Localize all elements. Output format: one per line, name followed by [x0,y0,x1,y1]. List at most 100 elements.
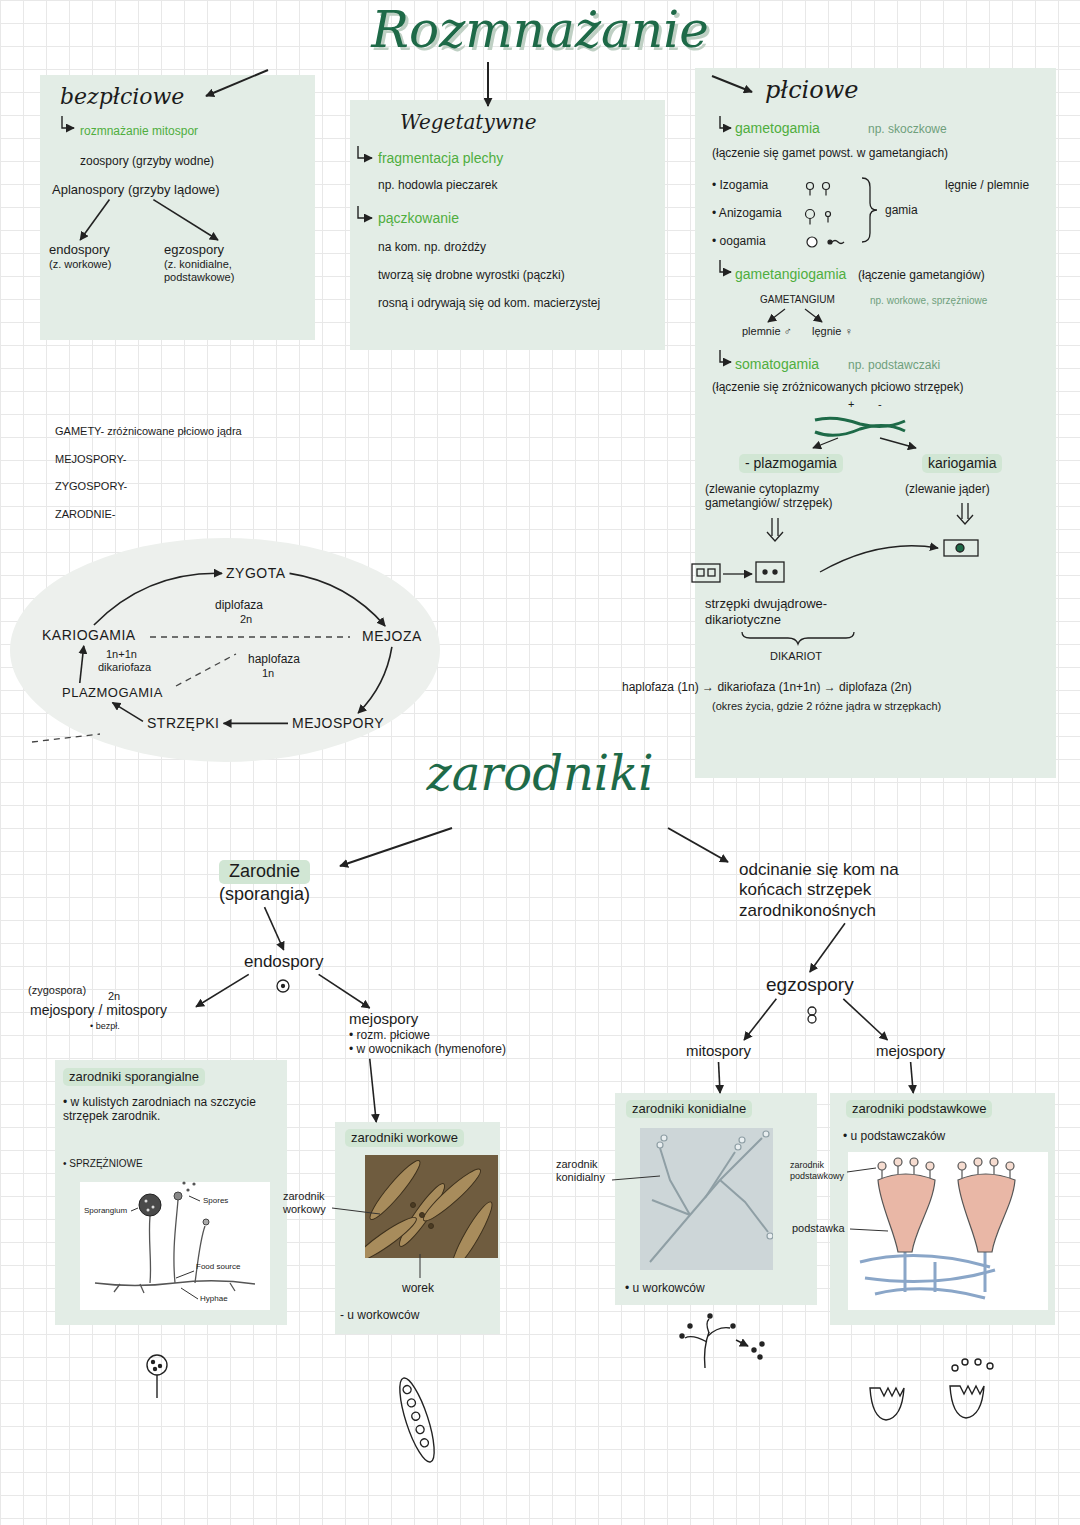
node-heading: - plazmogamia [739,454,843,473]
node-text: • w kulistych zarodniach na szczycie str… [63,1095,278,1124]
doodle [415,1424,425,1434]
node-heading: endospory [244,952,323,972]
spore-type: Aplanospory (grzyby lądowe) [48,180,224,200]
node-text: gamia [885,203,918,217]
conidia-photo [660,1148,690,1215]
hook-arrow [720,260,731,272]
ascus-photo [411,1203,416,1208]
node-heading: PLAZMOGAMIA [62,685,163,701]
heading-arrow [712,76,752,92]
sporangium-illustration [195,1226,205,1283]
node-heading: endospory [49,242,111,258]
connector-arrow [319,974,370,1008]
sporangium-illustration [139,1194,161,1216]
sporangium-illustration [95,1281,255,1286]
spore-panel: zarodniki workoweworek- u workowców [335,1122,500,1334]
doodle [752,1348,756,1352]
doodle [708,1328,730,1336]
conidia-photo [650,1131,773,1262]
basidia-illustration [894,1158,902,1166]
connector-arrow [80,646,84,683]
node-text: tworzą się drobne wyrostki (pączki) [378,268,565,282]
connector-arrow [112,703,143,722]
doodle [705,1332,710,1368]
basidia-illustration [878,1162,886,1170]
conidia-photo [657,1142,663,1148]
doodle [159,1365,162,1368]
node-text: Hyphae [200,1294,228,1304]
connector-arrow [810,923,845,972]
node-text: plemnie ♂ [742,325,792,338]
doodle [707,1319,709,1333]
node-heading: egzospory [766,974,854,997]
hook-arrow [358,146,372,158]
basidia-illustration [905,1252,985,1292]
node-text: np. workowe, sprzężniowe [870,295,987,307]
cycle-stage: KARIOGAMIA [38,625,140,646]
node-heading: STRZĘPKI [147,715,219,732]
spore-panel: zarodniki sporangialne• w kulistych zaro… [55,1060,287,1325]
gamete-symbol [806,183,845,248]
gametangium-arrow [768,309,822,322]
doodle [688,1324,692,1328]
doodle [147,1355,167,1375]
node-text: gametogamia [735,120,820,137]
spore-type: (zygospora)2nmejospory / mitospory• bezp… [26,982,196,1037]
gamete-symbol [825,190,826,196]
connector-arrow [719,1062,721,1093]
conidia-photo [767,1233,773,1239]
connector-arrow [290,573,386,626]
basidia-illustration [878,1158,1015,1252]
node-text: rosną i odrywają się od kom. macierzyste… [378,296,600,310]
ascus-photo [429,1224,434,1229]
basidia-illustration [958,1162,966,1170]
connector-arrow [265,907,284,950]
node-text: • Izogamia [712,178,768,192]
sporangium-illustration [186,1188,189,1191]
hyphae-fusion [813,438,838,448]
node-heading: płciowe [765,76,858,105]
node-text: DIKARIOT [770,650,822,663]
hyphae-fusion [815,418,905,426]
node-text: (zlewanie jąder) [905,482,990,496]
node-text: somatogamia [735,356,819,373]
hook-arrow [62,116,74,128]
conidia-photo [640,1128,773,1270]
node-text: (z. konidialne, podstawkowe) [164,258,301,284]
hyphae-fusion [813,418,916,448]
cycle-stage: ZYGOTA [222,563,290,584]
definition-label: ZYGOSPORY- [55,480,127,493]
basidia-illustration [974,1158,982,1166]
node-heading: mitospory [686,1042,751,1060]
spore-type: egzospory(z. konidialne, podstawkowe) [160,240,305,286]
doodle [736,1340,748,1346]
doodle [952,1365,958,1371]
spore-symbol [277,980,816,1023]
nucleus-sketch [763,570,767,574]
callout-label: podstawka [792,1222,845,1235]
node-text: - u workowców [340,1308,419,1322]
doodle [731,1324,735,1328]
leader-line [420,1254,421,1278]
conidia-photo [640,1128,773,1270]
node-text: (okres życia, gdzie 2 różne jądra w strz… [712,700,962,713]
nucleus-sketch [723,573,752,574]
node-heading: MEJOSPORY [292,715,384,732]
spore-symbol [808,1015,816,1023]
cycle-ground [10,538,440,762]
sporangium-illustration [80,1182,270,1310]
node-text: pączkowanie [378,210,459,227]
bracket [742,632,854,644]
cycle-dashed-line [176,654,236,686]
spore-type: egzospory [762,972,858,999]
sporangium-illustration [147,1209,150,1212]
node-heading: mejospory [876,1042,945,1060]
node-text: zoospory (grzyby wodne) [80,154,214,168]
gamete-symbol [828,240,832,244]
nucleus-sketch [697,569,704,576]
doodle [156,1375,157,1398]
leader-line [131,1168,888,1299]
nucleus-sketch [773,570,777,574]
node-text: • SPRZĘŻNIOWE [63,1158,143,1170]
node-text: • bezpł. [90,1021,120,1032]
